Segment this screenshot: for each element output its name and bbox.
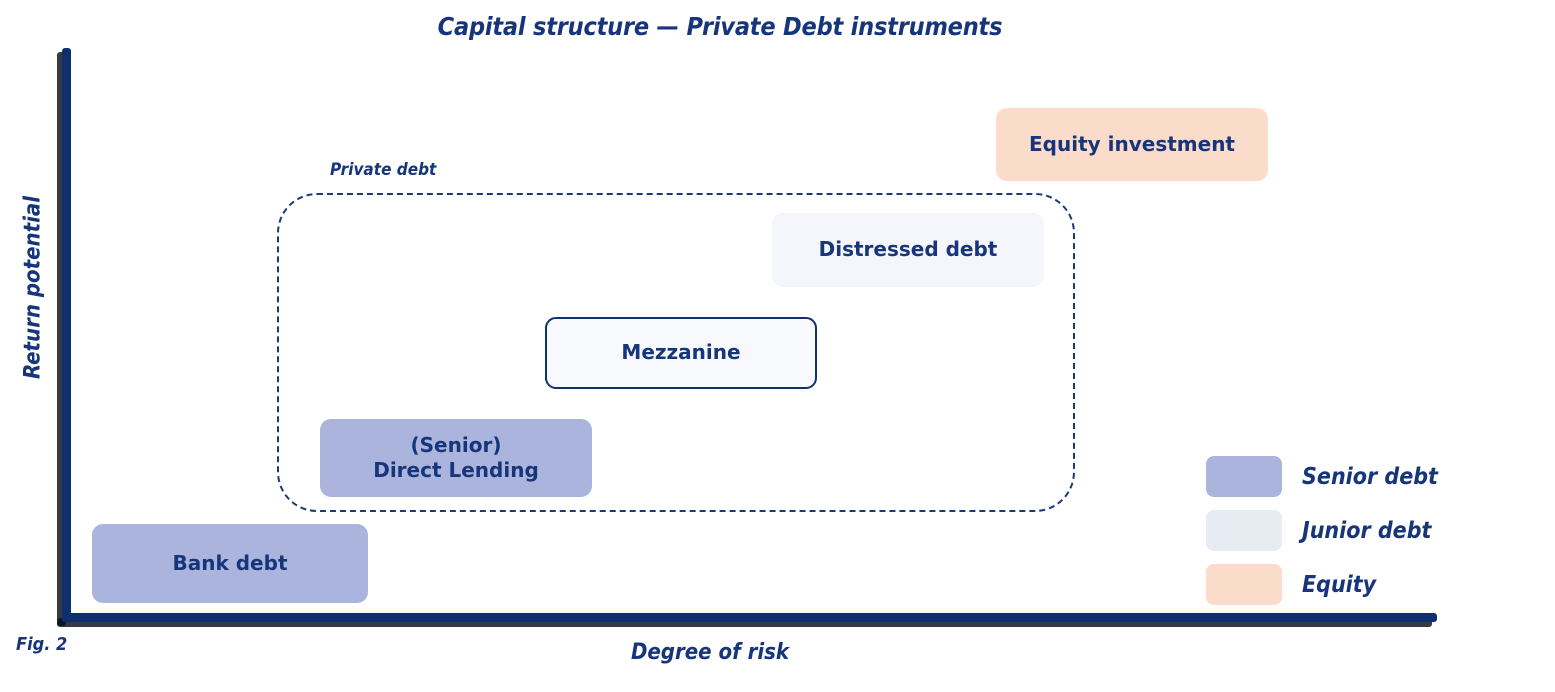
box-mezzanine[interactable]: Mezzanine [545,317,817,389]
legend-swatch-junior-debt [1206,510,1282,551]
box-senior-direct-lending-label: (Senior) Direct Lending [373,433,539,484]
x-axis-line [62,613,1437,622]
y-axis-shadow [57,52,66,626]
box-distressed-debt-label: Distressed debt [818,237,998,262]
legend-swatch-senior-debt [1206,456,1282,497]
legend-item-junior-debt[interactable]: Junior debt [1206,510,1431,551]
box-senior-direct-lending[interactable]: (Senior) Direct Lending [320,419,592,497]
legend-label-senior-debt: Senior debt [1302,463,1438,490]
legend-label-equity: Equity [1302,571,1377,598]
box-equity-investment[interactable]: Equity investment [996,108,1268,181]
private-debt-region [277,193,1075,512]
x-axis-shadow [57,618,1432,627]
box-equity-investment-label: Equity investment [1029,131,1235,156]
box-mezzanine-label: Mezzanine [621,340,741,365]
box-bank-debt[interactable]: Bank debt [92,524,368,603]
box-direct-lending-line2: Direct Lending [373,458,539,482]
box-distressed-debt[interactable]: Distressed debt [772,213,1044,287]
box-bank-debt-label: Bank debt [172,550,288,575]
legend-item-senior-debt[interactable]: Senior debt [1206,456,1438,497]
figure-caption: Fig. 2 [16,634,68,655]
legend-swatch-equity [1206,564,1282,605]
y-axis-line [62,48,71,622]
legend-label-junior-debt: Junior debt [1302,517,1432,544]
legend-item-equity[interactable]: Equity [1206,564,1376,605]
x-axis-label: Degree of risk [630,640,790,665]
y-axis-label: Return potential [20,196,46,380]
box-direct-lending-line1: (Senior) [410,432,502,457]
page-title: Capital structure — Private Debt instrum… [437,12,1003,41]
private-debt-region-label: Private debt [330,160,437,180]
